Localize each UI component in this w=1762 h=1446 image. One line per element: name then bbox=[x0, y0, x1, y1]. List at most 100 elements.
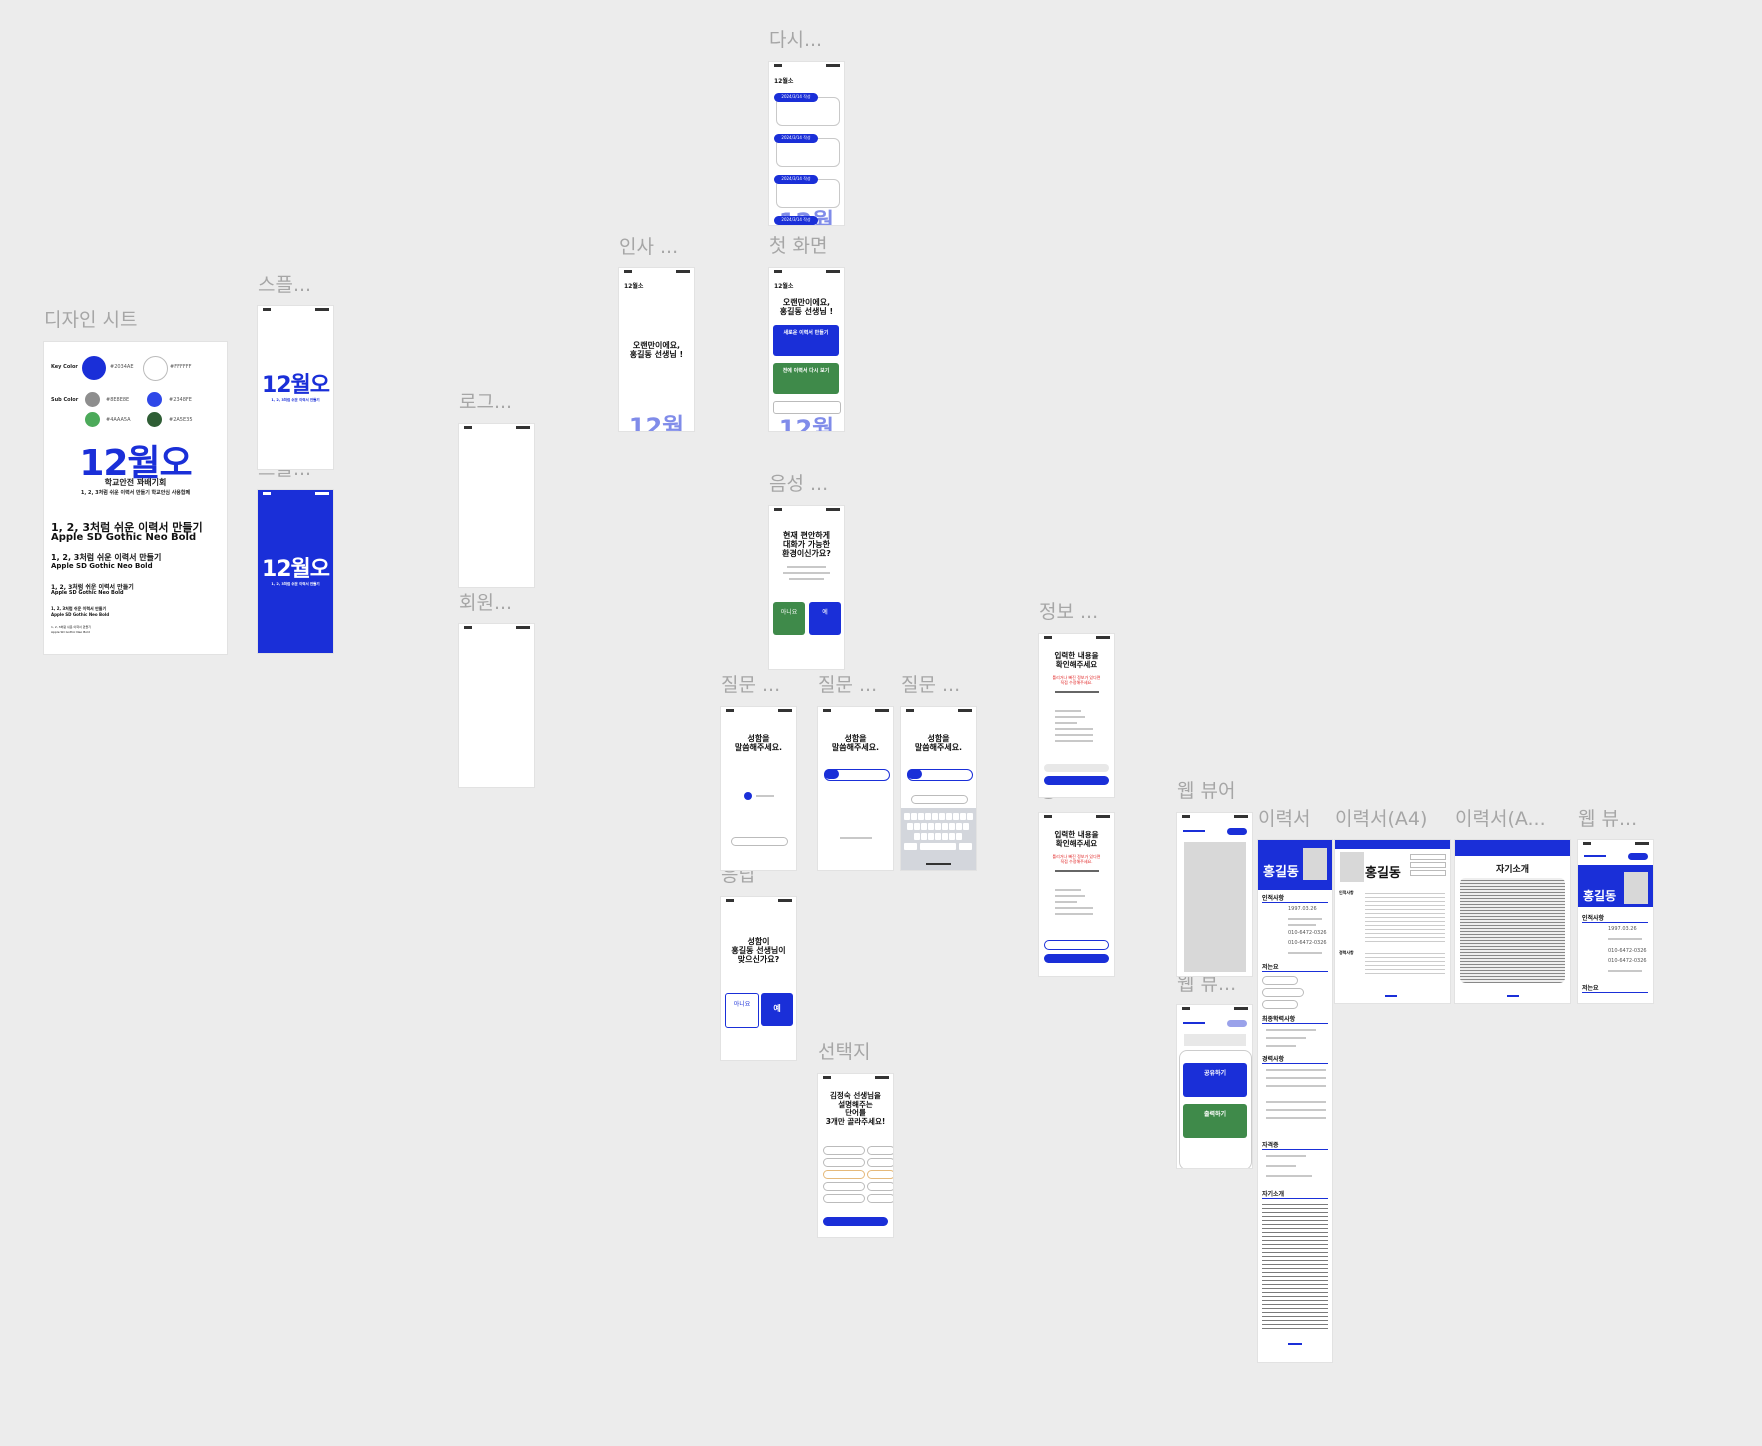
word-chip[interactable] bbox=[867, 1158, 893, 1167]
voice-frame[interactable]: 현재 편안하게 대화가 가능한 환경이신가요? 아니요 예 bbox=[769, 506, 844, 669]
name-prompt: 성함을 말씀해주세요. bbox=[831, 734, 880, 753]
frame-label-voice[interactable]: 음성 ... bbox=[769, 473, 829, 495]
personal-table bbox=[1365, 890, 1445, 945]
web-view-2-frame[interactable]: 공유하기 출력하기 bbox=[1177, 1005, 1252, 1168]
type-sample-5-font: Apple SD Gothic Neo Bold bbox=[51, 630, 90, 634]
header-action-button[interactable] bbox=[1227, 1020, 1247, 1027]
on-screen-keyboard[interactable] bbox=[901, 808, 976, 870]
frame-label-web-view-3[interactable]: 웹 뷰... bbox=[1578, 808, 1638, 830]
response-frame[interactable]: 성함이 홍길동 선생님이 맞으신가요? 아니요 예 bbox=[721, 897, 796, 1060]
frame-label-splash-1[interactable]: 스플... bbox=[258, 274, 312, 296]
frame-label-greeting[interactable]: 인사 ... bbox=[619, 236, 679, 258]
frame-label-login[interactable]: 로그... bbox=[459, 391, 513, 413]
frame-label-question-1[interactable]: 질문 ... bbox=[721, 674, 781, 696]
back-link[interactable] bbox=[1584, 855, 1606, 857]
question-2-frame[interactable]: 성함을 말씀해주세요. bbox=[818, 707, 893, 870]
choice-frame[interactable]: 김정숙 선생님을 설명해주는 단어를 3개만 골라주세요! bbox=[818, 1074, 893, 1237]
word-chip[interactable] bbox=[823, 1146, 865, 1155]
yes-button[interactable]: 예 bbox=[761, 993, 793, 1026]
new-resume-button[interactable]: 새로운 이력서 만들기 bbox=[773, 325, 839, 356]
key-color-label: Key Color bbox=[51, 364, 78, 370]
greeting-frame[interactable]: 12월소 오랜만이에요, 홍길동 선생님 ! 12월오 bbox=[619, 268, 694, 431]
mic-icon[interactable] bbox=[744, 792, 752, 800]
footer-link[interactable] bbox=[1507, 995, 1519, 997]
recording-text bbox=[756, 795, 774, 797]
signup-frame[interactable] bbox=[459, 624, 534, 787]
info-1-frame[interactable]: 입력한 내용을 확인해주세요 틀리거나 빠진 정보가 있다면 직접 수정해주세요… bbox=[1039, 634, 1114, 797]
resume-frame[interactable]: 홍길동 인적사항 1997.03.26 010-6472-0326 010-64… bbox=[1258, 840, 1332, 1362]
frame-label-resume-a4[interactable]: 이력서(A4) bbox=[1335, 808, 1428, 830]
web-viewer-frame[interactable] bbox=[1177, 813, 1252, 976]
birth-date: 1997.03.26 bbox=[1288, 906, 1317, 912]
status-bar bbox=[619, 268, 694, 276]
text-input-button[interactable] bbox=[731, 837, 788, 846]
share-button[interactable]: 공유하기 bbox=[1183, 1063, 1247, 1097]
frame-label-resume-a4-2[interactable]: 이력서(A... bbox=[1455, 808, 1546, 830]
status-bar bbox=[721, 707, 796, 715]
word-chip[interactable] bbox=[867, 1170, 893, 1179]
back-link[interactable] bbox=[1183, 830, 1205, 832]
frame-label-signup[interactable]: 회원... bbox=[459, 592, 513, 614]
word-chip[interactable] bbox=[867, 1194, 893, 1203]
frame-label-first-screen[interactable]: 첫 화면 bbox=[769, 235, 828, 257]
login-frame[interactable] bbox=[459, 424, 534, 587]
first-screen-frame[interactable]: 12월소 오랜만이에요, 홍길동 선생님 ! 새로운 이력서 만들기 전에 이력… bbox=[769, 268, 844, 431]
choice-next-button[interactable] bbox=[823, 1217, 888, 1226]
edit-button[interactable] bbox=[1044, 940, 1109, 950]
key-color-swatch-blue bbox=[82, 356, 106, 380]
frame-label-again[interactable]: 다시... bbox=[769, 29, 823, 51]
question-1-frame[interactable]: 성함을 말씀해주세요. bbox=[721, 707, 796, 870]
confirm-button[interactable] bbox=[1044, 954, 1109, 963]
career-row bbox=[1266, 1109, 1326, 1111]
splash-2-frame[interactable]: 12월오 1, 2, 3처럼 쉬운 이력서 만들기 bbox=[258, 490, 333, 653]
frame-label-question-2[interactable]: 질문 ... bbox=[818, 674, 878, 696]
footer-link[interactable] bbox=[1385, 995, 1397, 997]
confirm-button[interactable] bbox=[1044, 776, 1109, 785]
frame-label-info-1[interactable]: 정보 ... bbox=[1039, 601, 1099, 623]
resume-a4-frame[interactable]: 홍길동 인적사항 경력사항 bbox=[1335, 840, 1450, 1003]
type-sample-4-title: 1, 2, 3처럼 쉬운 이력서 만들기 bbox=[51, 606, 107, 611]
frame-label-choice[interactable]: 선택지 bbox=[818, 1041, 871, 1063]
type-sample-1-font: Apple SD Gothic Neo Bold bbox=[51, 532, 197, 543]
word-chip[interactable] bbox=[823, 1170, 865, 1179]
splash-1-frame[interactable]: 12월오 1, 2, 3처럼 쉬운 이력서 만들기 bbox=[258, 306, 333, 469]
word-chip[interactable] bbox=[823, 1182, 865, 1191]
edit-button[interactable] bbox=[1044, 764, 1109, 772]
word-chip[interactable] bbox=[823, 1194, 865, 1203]
resume-a4-2-frame[interactable]: 자기소개 bbox=[1455, 840, 1570, 1003]
footer-link[interactable] bbox=[1288, 1343, 1302, 1345]
word-chip[interactable] bbox=[823, 1158, 865, 1167]
word-chip[interactable] bbox=[867, 1146, 893, 1155]
web-view-3-frame[interactable]: 홍길동 인적사항 1997.03.26 010-6472-0326 010-64… bbox=[1578, 840, 1653, 1003]
frame-label-web-viewer[interactable]: 웹 뷰어 bbox=[1177, 780, 1236, 802]
greeting-message: 오랜만이에요, 홍길동 선생님 ! bbox=[629, 341, 684, 360]
voice-input-field[interactable] bbox=[773, 401, 841, 414]
career-row bbox=[1266, 1069, 1326, 1071]
view-resume-button[interactable]: 전에 이력서 다시 보기 bbox=[773, 363, 839, 394]
sub-color-swatch-green bbox=[85, 412, 100, 427]
resume-preview bbox=[1184, 1034, 1246, 1046]
splash-logo-white: 12월오 bbox=[261, 557, 330, 582]
header-action-button[interactable] bbox=[1227, 828, 1247, 835]
question-3-frame[interactable]: 성함을 말씀해주세요. bbox=[901, 707, 976, 870]
info-subtitle bbox=[1055, 870, 1099, 872]
frame-label-design-sheet[interactable]: 디자인 시트 bbox=[44, 309, 138, 331]
suggestion-chip[interactable] bbox=[911, 795, 968, 804]
brand-label: 12월소 bbox=[774, 78, 794, 85]
info-2-frame[interactable]: 입력한 내용을 확인해주세요 틀리거나 빠진 정보가 있다면 직접 수정해주세요… bbox=[1039, 813, 1114, 976]
frame-label-response[interactable]: 응답 bbox=[721, 864, 756, 886]
view-resume-label: 전에 이력서 다시 보기 bbox=[782, 368, 830, 374]
yes-button[interactable]: 예 bbox=[809, 602, 841, 635]
trait-chip bbox=[1262, 1000, 1298, 1009]
frame-label-web-view-2[interactable]: 웹 뷰... bbox=[1177, 973, 1237, 995]
again-frame[interactable]: 12월소 2024/3/14 작성 2024/3/14 작성 2024/3/14… bbox=[769, 62, 844, 225]
print-button[interactable]: 출력하기 bbox=[1183, 1104, 1247, 1138]
header-action-button[interactable] bbox=[1628, 853, 1648, 860]
back-link[interactable] bbox=[1183, 1022, 1205, 1024]
frame-label-resume[interactable]: 이력서 bbox=[1258, 808, 1311, 830]
no-button[interactable]: 아니요 bbox=[773, 602, 805, 635]
no-button[interactable]: 아니요 bbox=[725, 993, 759, 1028]
frame-label-question-3[interactable]: 질문 ... bbox=[901, 674, 961, 696]
word-chip[interactable] bbox=[867, 1182, 893, 1191]
design-sheet-frame[interactable]: Key Color #2034AE #FFFFFF Sub Color #8E8… bbox=[44, 342, 227, 654]
